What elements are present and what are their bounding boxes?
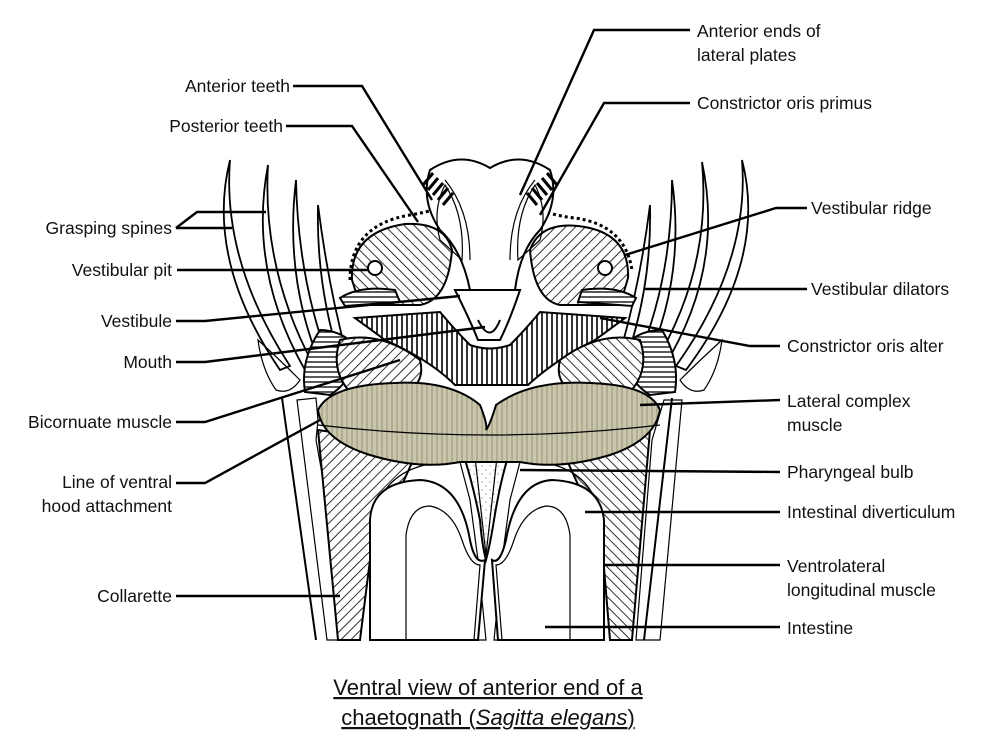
title-prefix: chaetognath ( [341, 705, 476, 730]
intestine-right-inner [495, 505, 571, 641]
label-ventrolateral-2: longitudinal muscle [787, 580, 936, 600]
title-line-2: chaetognath (Sagitta elegans) [341, 705, 635, 730]
label-grasping-spines: Grasping spines [46, 218, 173, 238]
lateral-complex-right-upper [557, 336, 645, 394]
vestibule [453, 289, 522, 341]
lateral-frill-right [679, 338, 723, 392]
label-intestinal-diverticulum: Intestinal diverticulum [787, 502, 955, 522]
label-vestibular-ridge: Vestibular ridge [811, 198, 932, 218]
intestine-right-loop [490, 478, 605, 641]
label-constrictor-oris-alter: Constrictor oris alter [787, 336, 944, 356]
label-mouth: Mouth [123, 352, 172, 372]
label-bicornuate-muscle: Bicornuate muscle [28, 412, 172, 432]
vestibular-dilators-right [576, 287, 638, 308]
leader-lines [175, 28, 807, 629]
vestibular-pit-right [597, 260, 613, 276]
collarette-right [635, 399, 683, 641]
label-ventrolateral-1: Ventrolateral [787, 556, 885, 576]
label-vestibule: Vestibule [101, 311, 172, 331]
title-species: Sagitta elegans [476, 705, 628, 730]
label-pharyngeal-bulb: Pharyngeal bulb [787, 462, 913, 482]
label-anterior-ends-1: Anterior ends of [697, 21, 821, 41]
intestine-left-loop [369, 478, 487, 641]
label-constrictor-oris-primus: Constrictor oris primus [697, 93, 872, 113]
vestibular-pit-left [367, 260, 383, 276]
mouth [477, 319, 501, 334]
label-anterior-ends-2: lateral plates [697, 45, 796, 65]
label-vestibular-pit: Vestibular pit [72, 260, 172, 280]
constrictor-oris-primus-right [528, 224, 630, 306]
label-posterior-teeth: Posterior teeth [169, 116, 283, 136]
label-vestibular-dilators: Vestibular dilators [811, 279, 949, 299]
label-lateral-complex-2: muscle [787, 415, 842, 435]
label-lateral-complex-1: Lateral complex [787, 391, 911, 411]
intestine-left-inner [405, 505, 481, 641]
title-line-1: Ventral view of anterior end of a [333, 675, 643, 700]
label-collarette: Collarette [97, 586, 172, 606]
label-intestine: Intestine [787, 618, 853, 638]
constrictor-oris-alter [352, 310, 628, 386]
label-ventral-hood-2: hood attachment [42, 496, 173, 516]
collarette-left [296, 397, 353, 641]
lateral-complex-left-upper [335, 336, 423, 394]
anterior-teeth [421, 172, 559, 206]
lateral-frill-left [257, 338, 301, 392]
vestibular-dilators-left [338, 287, 402, 308]
lateral-plate-hatch-left [436, 183, 463, 262]
label-ventral-hood-1: Line of ventral [62, 472, 172, 492]
bicornuate-muscle [316, 381, 662, 466]
lateral-plate-hatch-right [517, 183, 544, 262]
ventral-hood-line [317, 424, 661, 436]
label-anterior-teeth: Anterior teeth [185, 76, 290, 96]
title-suffix: ) [627, 705, 634, 730]
pharyngeal-bulb [456, 439, 516, 564]
